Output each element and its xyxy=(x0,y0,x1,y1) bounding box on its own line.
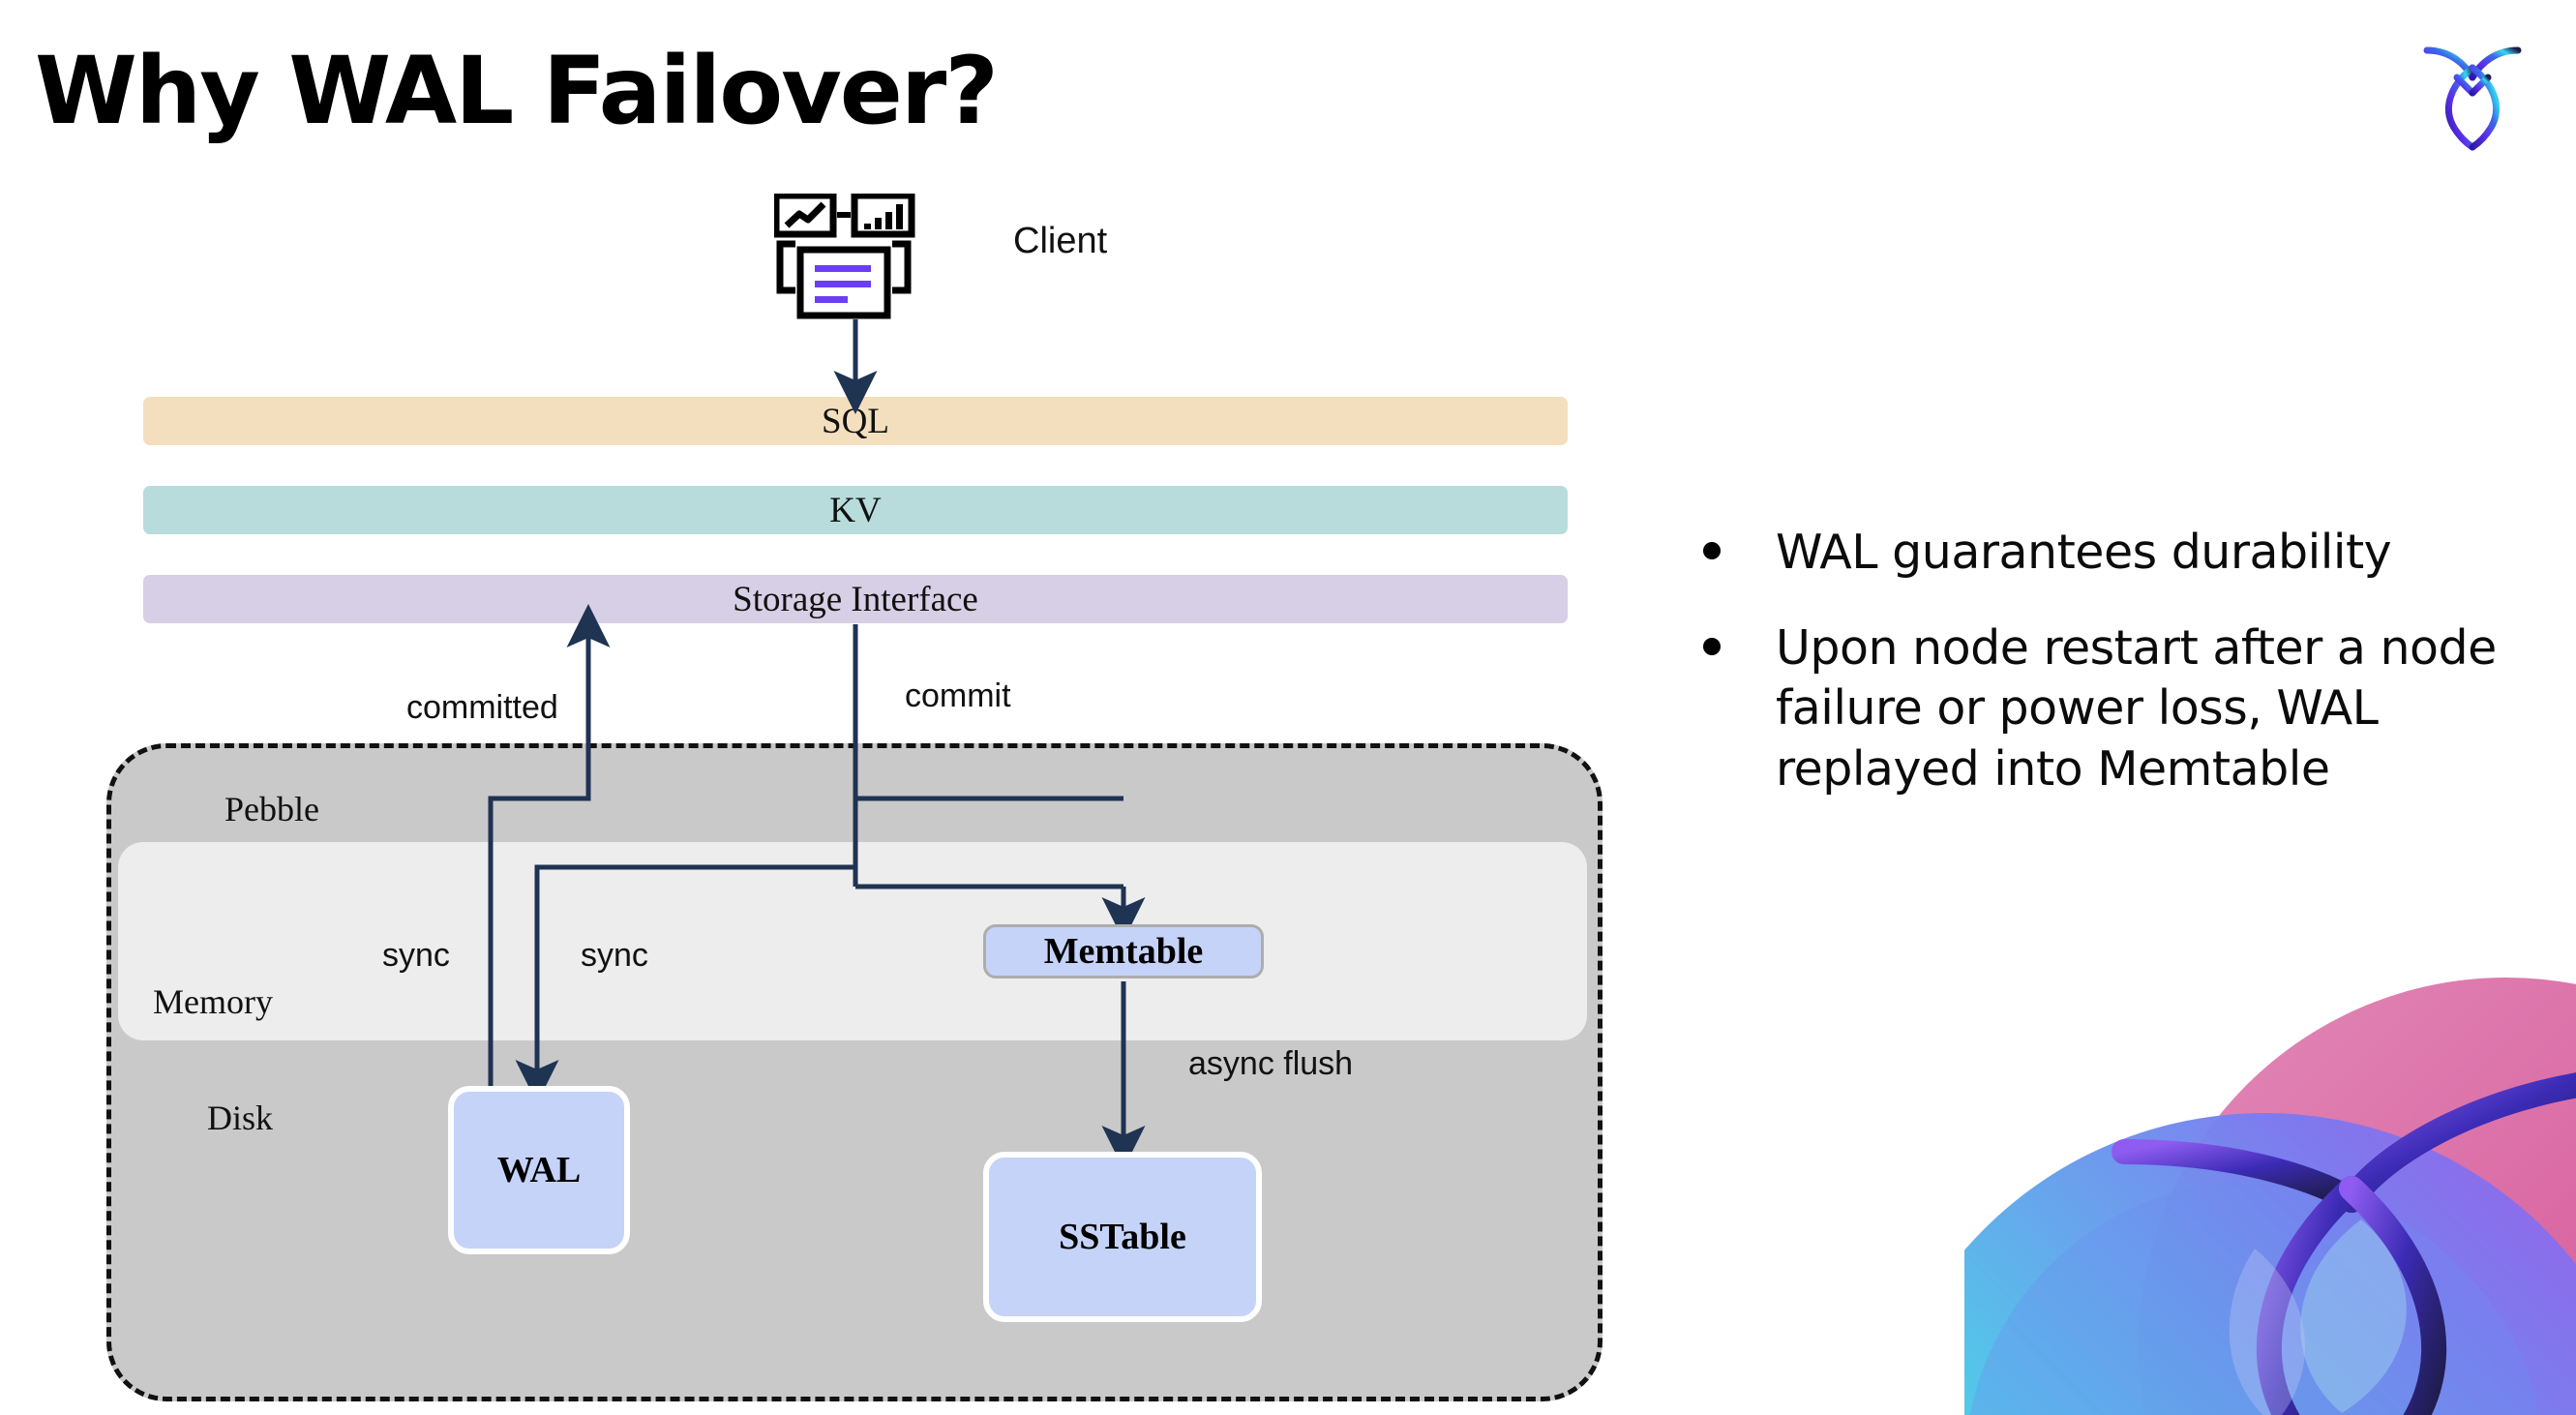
cockroach-labs-logo-icon xyxy=(2410,29,2535,155)
disk-label: Disk xyxy=(207,1099,274,1137)
bullet-dot-icon xyxy=(1703,542,1721,559)
decorative-gradient-art xyxy=(1964,929,2576,1415)
edge-label-async-flush: async flush xyxy=(1188,1045,1354,1082)
stack-layer-sql-label: SQL xyxy=(822,401,889,441)
wal-label: WAL xyxy=(496,1150,582,1190)
edge-label-sync-right: sync xyxy=(581,937,648,974)
client-label: Client xyxy=(1013,221,1108,261)
memtable-box: Memtable xyxy=(983,924,1264,978)
page-title: Why WAL Failover? xyxy=(35,37,999,145)
edge-label-committed: committed xyxy=(406,689,558,726)
list-item: WAL guarantees durability xyxy=(1703,523,2506,584)
stack-layer-kv-label: KV xyxy=(829,490,882,530)
client-dashboard-icon xyxy=(772,192,929,319)
bullet-text: Upon node restart after a node failure o… xyxy=(1776,619,2497,798)
edge-label-commit: commit xyxy=(905,677,1011,714)
bullet-list: WAL guarantees durability Upon node rest… xyxy=(1703,523,2506,835)
edge-label-sync-left: sync xyxy=(382,937,450,974)
memory-region xyxy=(118,842,1587,1040)
sstable-label: SSTable xyxy=(1059,1217,1186,1257)
stack-layer-storage-interface-label: Storage Interface xyxy=(733,579,978,619)
memtable-label: Memtable xyxy=(1043,931,1204,972)
stack-layer-sql: SQL xyxy=(143,397,1568,445)
sstable-box: SSTable xyxy=(983,1152,1262,1322)
stack-layer-kv: KV xyxy=(143,486,1568,534)
memory-label: Memory xyxy=(153,982,273,1021)
bullet-dot-icon xyxy=(1703,637,1721,655)
pebble-label: Pebble xyxy=(225,790,319,828)
stack-layer-storage-interface: Storage Interface xyxy=(143,575,1568,623)
list-item: Upon node restart after a node failure o… xyxy=(1703,618,2506,800)
bullet-text: WAL guarantees durability xyxy=(1776,525,2392,580)
wal-box: WAL xyxy=(448,1086,630,1254)
